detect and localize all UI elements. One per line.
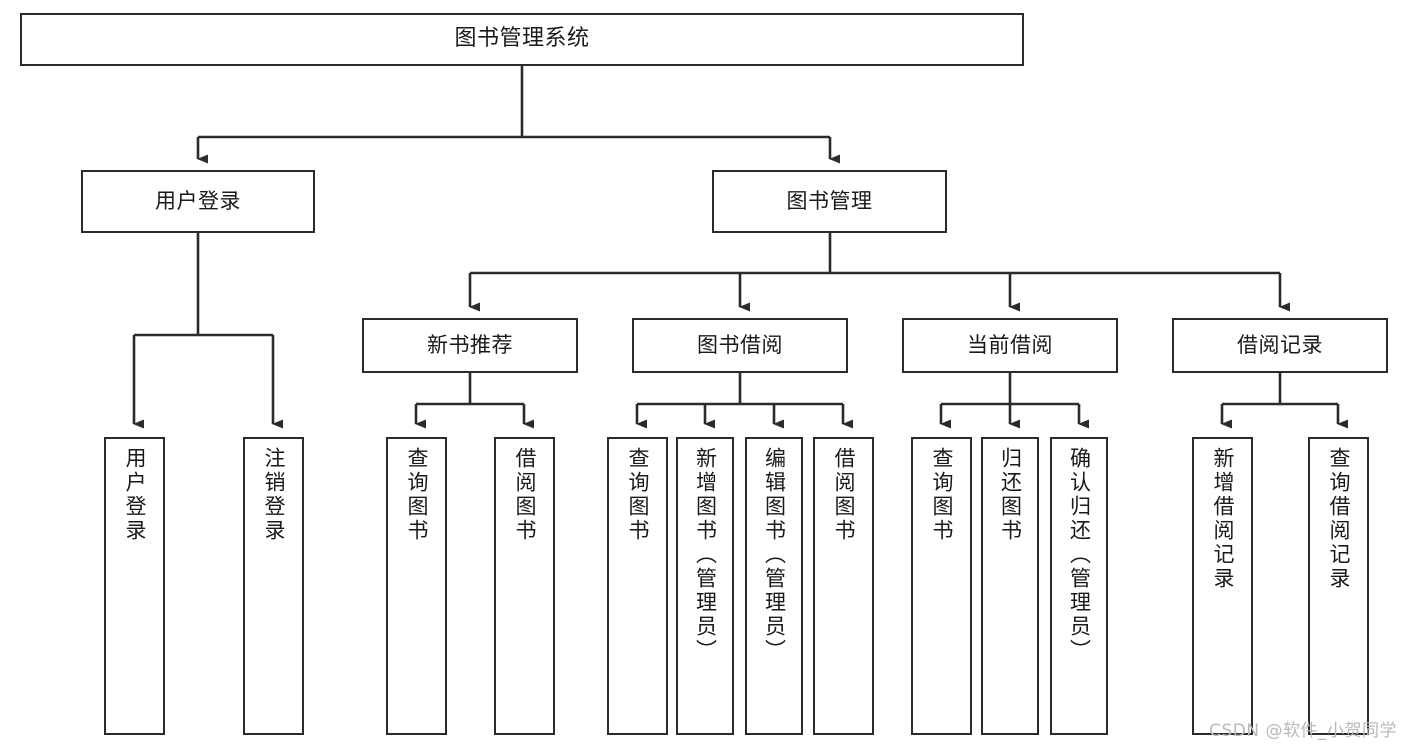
node-label: 查询图书	[626, 447, 650, 543]
node-label: 注销登录	[262, 447, 286, 543]
leaf-user-login-logout[interactable]: 注销登录	[243, 437, 304, 735]
node-new-book-recommend[interactable]: 新书推荐	[362, 318, 578, 373]
node-label: 查询图书	[405, 447, 429, 543]
node-label: 查询借阅记录	[1327, 447, 1351, 591]
node-label: 新书推荐	[427, 332, 513, 357]
leaf-record-add-record[interactable]: 新增借阅记录	[1192, 437, 1253, 735]
leaf-borrow-add-book-admin[interactable]: 新增图书（管理员）	[676, 437, 734, 735]
node-label: 图书管理系统	[454, 26, 590, 52]
leaf-recommend-borrow-book[interactable]: 借阅图书	[494, 437, 555, 735]
leaf-current-return-book[interactable]: 归还图书	[981, 437, 1039, 735]
node-label: 当前借阅	[967, 332, 1053, 357]
node-label: 图书借阅	[697, 332, 783, 357]
node-borrow-record[interactable]: 借阅记录	[1172, 318, 1388, 373]
leaf-current-query-book[interactable]: 查询图书	[911, 437, 972, 735]
node-label: 新增图书（管理员）	[693, 447, 718, 663]
leaf-current-confirm-return-admin[interactable]: 确认归还（管理员）	[1050, 437, 1108, 735]
node-label: 归还图书	[998, 447, 1023, 543]
node-book-management[interactable]: 图书管理	[712, 170, 947, 233]
leaf-user-login-login[interactable]: 用户登录	[104, 437, 165, 735]
leaf-borrow-query-book[interactable]: 查询图书	[607, 437, 668, 735]
node-label: 借阅图书	[832, 447, 856, 543]
node-label: 借阅图书	[513, 447, 537, 543]
node-label: 编辑图书（管理员）	[762, 447, 787, 663]
node-root-system[interactable]: 图书管理系统	[20, 13, 1024, 66]
leaf-borrow-borrow-book[interactable]: 借阅图书	[813, 437, 874, 735]
node-label: 确认归还（管理员）	[1067, 447, 1092, 663]
node-label: 用户登录	[123, 447, 147, 543]
node-user-login[interactable]: 用户登录	[81, 170, 315, 233]
leaf-record-query-record[interactable]: 查询借阅记录	[1308, 437, 1369, 735]
csdn-watermark: CSDN @软件_小贺同学	[1209, 721, 1397, 741]
node-label: 借阅记录	[1237, 332, 1323, 357]
node-book-borrow[interactable]: 图书借阅	[632, 318, 848, 373]
node-label: 查询图书	[930, 447, 954, 543]
leaf-borrow-edit-book-admin[interactable]: 编辑图书（管理员）	[745, 437, 803, 735]
node-label: 新增借阅记录	[1211, 447, 1235, 591]
node-current-borrow[interactable]: 当前借阅	[902, 318, 1118, 373]
node-label: 图书管理	[786, 188, 873, 213]
node-label: 用户登录	[155, 188, 241, 213]
leaf-recommend-query-book[interactable]: 查询图书	[386, 437, 447, 735]
